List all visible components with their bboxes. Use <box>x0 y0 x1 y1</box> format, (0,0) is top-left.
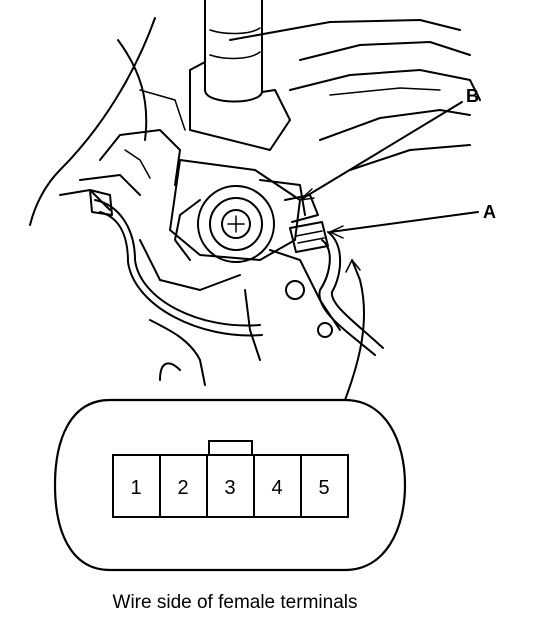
detail-leader-arrow <box>345 259 361 273</box>
terminal-2-label: 2 <box>177 477 188 499</box>
connector-b <box>284 194 319 223</box>
steering-column <box>189 0 291 151</box>
callout-a-label: A <box>483 202 496 222</box>
terminal-3-label: 3 <box>224 477 235 499</box>
terminal-1-label: 1 <box>130 477 141 499</box>
terminal-block <box>112 440 349 518</box>
ignition-switch <box>169 159 306 263</box>
terminal-4-label: 4 <box>271 477 282 499</box>
callout-a-leader <box>329 211 479 239</box>
callout-b-label: B <box>466 86 479 106</box>
figure-caption: Wire side of female terminals <box>112 592 358 613</box>
callout-b-leader <box>299 101 463 201</box>
wire-harness <box>89 189 263 337</box>
dashboard-panel <box>29 17 481 226</box>
terminal-5-box <box>300 454 349 518</box>
terminal-locking-tab <box>208 440 253 456</box>
terminal-5-label: 5 <box>318 477 329 499</box>
detail-leader-line <box>344 259 365 401</box>
connector-detail-outline <box>53 398 407 572</box>
connector-a <box>289 221 384 356</box>
